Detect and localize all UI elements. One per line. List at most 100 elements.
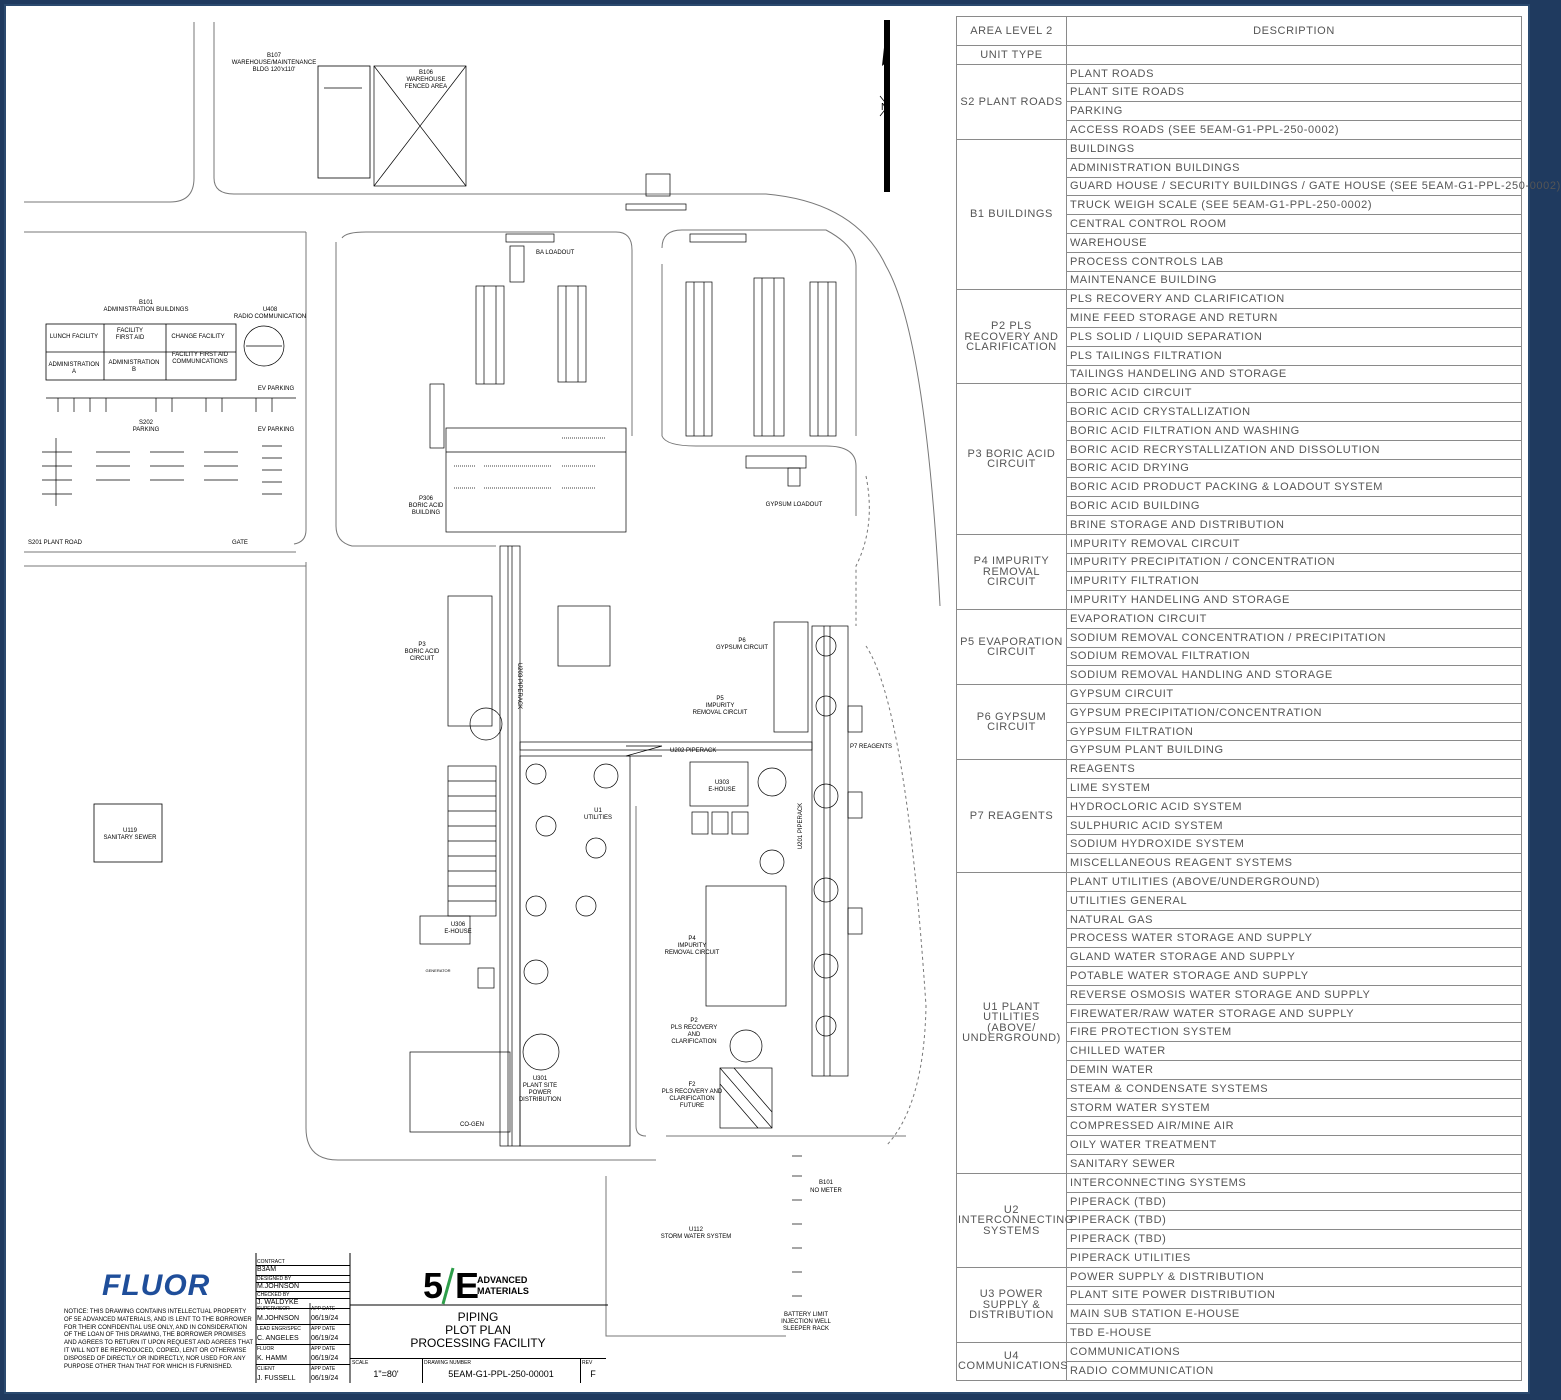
legend-description-cell: PIPERACK (TBD) [1066, 1191, 1522, 1212]
legend-description-cell: BORIC ACID FILTRATION AND WASHING [1066, 420, 1522, 441]
b101-label: B101 [139, 300, 154, 306]
legend-header-area: AREA LEVEL 2 [956, 16, 1067, 46]
ev-parking-label-1: EV PARKING [258, 386, 295, 392]
legend-area-cell: P5 EVAPORATION CIRCUIT [956, 608, 1067, 686]
u301-label: U301 [533, 1076, 548, 1082]
legend-unit-type-row: UNIT TYPE [956, 45, 1522, 65]
legend-area-cell: P2 PLS RECOVERY AND CLARIFICATION [956, 289, 1067, 385]
drawing-title: PIPING PLOT PLAN PROCESSING FACILITY [350, 1311, 606, 1350]
legend-description-cell: BORIC ACID CRYSTALLIZATION [1066, 402, 1522, 422]
drawing-sheet: N B107 WAREHOUSE/MAINTENANCE BLDG 120'x1… [4, 4, 1560, 1396]
legend-description-cell: PROCESS CONTROLS LAB [1066, 251, 1522, 272]
legend-description-cell: CHILLED WATER [1066, 1041, 1522, 1062]
approval-lead: LEAD ENGR/SPEC C. ANGELES APP DATE 06/19… [256, 1325, 350, 1345]
admin-b-sub: B [132, 367, 136, 373]
legend-description-cell: PLS SOLID / LIQUID SEPARATION [1066, 326, 1522, 347]
fluor-app-date: 06/19/24 [311, 1355, 339, 1362]
admin-a-sub: A [72, 369, 76, 375]
north-label: N [881, 102, 888, 113]
u203-label: U203 PIPERACK [516, 663, 522, 709]
legend-description-cell: MINE FEED STORAGE AND RETURN [1066, 308, 1522, 328]
legend-description-cell: STORM WATER SYSTEM [1066, 1097, 1522, 1118]
p6-desc: GYPSUM CIRCUIT [716, 645, 768, 651]
gypsum-loadout [745, 455, 807, 487]
legend-description-cell: BUILDINGS [1066, 138, 1522, 159]
b101-desc: ADMINISTRATION BUILDINGS [104, 307, 189, 313]
p306-desc-2: BUILDING [412, 510, 441, 516]
lead-value: C. ANGELES [257, 1335, 299, 1342]
approval-fluor: FLUOR K. HAMM APP DATE 06/19/24 [256, 1345, 350, 1365]
legend-description-cell: BORIC ACID PRODUCT PACKING & LOADOUT SYS… [1066, 477, 1522, 498]
plot-plan: N B107 WAREHOUSE/MAINTENANCE BLDG 120'x1… [6, 6, 946, 1396]
f2-desc-3: FUTURE [680, 1103, 704, 1109]
lunch-facility-label: LUNCH FACILITY [50, 334, 98, 340]
legend-description-cell: SANITARY SEWER [1066, 1154, 1522, 1174]
legend-row: CENTRAL CONTROL ROOM [957, 214, 1522, 234]
legend-area-cell: P3 BORIC ACID CIRCUIT [956, 383, 1067, 535]
ev-parking-label-2: EV PARKING [258, 427, 295, 433]
generator-label: GENERATOR [426, 968, 451, 973]
legend-description-cell: IMPURITY REMOVAL CIRCUIT [1066, 533, 1522, 554]
legend-description-cell: RADIO COMMUNICATION [1066, 1360, 1522, 1381]
legend-description-cell: TBD E-HOUSE [1066, 1323, 1522, 1343]
legend-area-cell: U3 POWER SUPPLY & DISTRIBUTION [956, 1266, 1067, 1343]
logo-slash-icon [441, 1267, 455, 1305]
supervisor-app-label: APP DATE [311, 1306, 336, 1312]
legend-description-cell: MAIN SUB STATION E-HOUSE [1066, 1304, 1522, 1325]
legend-description-cell: INTERCONNECTING SYSTEMS [1066, 1172, 1522, 1193]
facility-label: FACILITY [117, 328, 143, 334]
p2-desc-1: PLS RECOVERY [671, 1025, 718, 1031]
legend-row: ACCESS ROADS (SEE 5EAM-G1-PPL-250-0002) [957, 120, 1522, 140]
drawing-number-value: 5EAM-G1-PPL-250-00001 [448, 1369, 554, 1379]
legend-description-cell: PLANT UTILITIES (ABOVE/UNDERGROUND) [1066, 872, 1522, 892]
u119-desc: SANITARY SEWER [103, 835, 157, 841]
legend-description-cell: PIPERACK UTILITIES [1066, 1248, 1522, 1268]
u301-desc-3: DISTRIBUTION [519, 1097, 561, 1103]
legend-description-cell: PARKING [1066, 101, 1522, 122]
u119-label: U119 [123, 828, 138, 834]
u112-desc: STORM WATER SYSTEM [661, 1234, 732, 1240]
legend-description-cell: GYPSUM PLANT BUILDING [1066, 740, 1522, 761]
legend-description-cell: PLANT SITE POWER DISTRIBUTION [1066, 1285, 1522, 1306]
legend-description-cell: FIREWATER/RAW WATER STORAGE AND SUPPLY [1066, 1003, 1522, 1024]
p3-label: P3 [418, 642, 426, 648]
legend-description-cell: MAINTENANCE BUILDING [1066, 270, 1522, 291]
logo-line-1: ADVANCED [477, 1275, 528, 1285]
roads [24, 22, 941, 1337]
u301-desc-1: PLANT SITE [523, 1083, 557, 1089]
legend-description-cell: COMPRESSED AIR/MINE AIR [1066, 1116, 1522, 1137]
legend-description-cell: HYDROCLORIC ACID SYSTEM [1066, 796, 1522, 817]
u306-label: U306 [451, 922, 466, 928]
u201-label: U201 PIPERACK [798, 803, 804, 849]
b106-label: B106 [419, 70, 434, 76]
legend-description-cell: SODIUM REMOVAL HANDLING AND STORAGE [1066, 665, 1522, 686]
contract-value: B3AM [256, 1265, 350, 1276]
approval-client: CLIENT J. FUSSELL APP DATE 06/19/24 [256, 1365, 350, 1384]
legend-area-cell: S2 PLANT ROADS [956, 63, 1067, 140]
u306-desc: E-HOUSE [444, 929, 471, 935]
logo-e: E [455, 1265, 480, 1306]
client-app-date: 06/19/24 [311, 1375, 339, 1382]
co-gen-label: CO-GEN [460, 1122, 484, 1128]
crystallizer-racks [475, 277, 837, 437]
u408-desc: RADIO COMMUNICATION [234, 314, 306, 320]
legend-description-cell: BORIC ACID DRYING [1066, 458, 1522, 479]
legend-header-description: DESCRIPTION [1066, 16, 1522, 46]
legend-description-cell: SODIUM HYDROXIDE SYSTEM [1066, 834, 1522, 855]
p6-label: P6 [738, 638, 746, 644]
gypsum-loadout-label: GYPSUM LOADOUT [766, 502, 823, 508]
u1-label: U1 [594, 808, 602, 814]
sleeper-rack-label: SLEEPER RACK [783, 1326, 829, 1332]
legend-area-cell: P4 IMPURITY REMOVAL CIRCUIT [956, 533, 1067, 610]
u408-label: U408 [263, 307, 278, 313]
legend-area-cell: B1 BUILDINGS [956, 138, 1067, 291]
north-arrow-icon [879, 20, 890, 192]
fluor-person-value: K. HAMM [257, 1355, 287, 1362]
legend-description-cell: SODIUM REMOVAL FILTRATION [1066, 646, 1522, 667]
checked-label: CHECKED BY [256, 1291, 350, 1299]
fluor-logo: FLUOR [102, 1269, 211, 1302]
legend-unit-type: UNIT TYPE [956, 45, 1067, 65]
